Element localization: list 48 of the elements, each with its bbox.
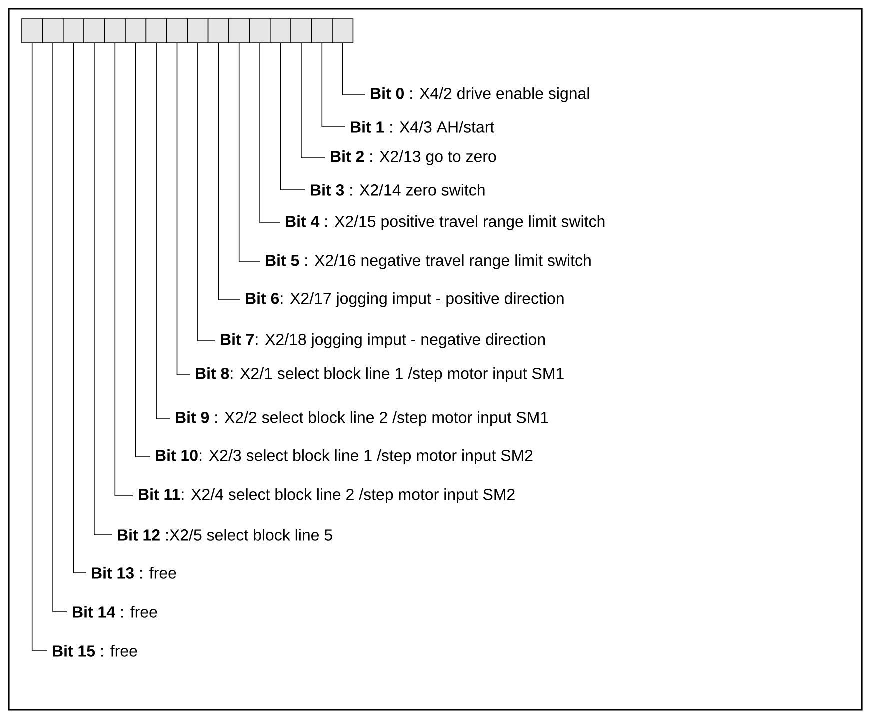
leader-line bbox=[260, 43, 280, 224]
bit-cell bbox=[146, 18, 168, 44]
bit-label: Bit 7: X2/18 jogging imput - negative direction bbox=[221, 334, 546, 348]
bit-cell bbox=[208, 18, 230, 44]
bit-label: Bit 1 : X4/3 AH/start bbox=[351, 121, 495, 133]
bit-label: Bit 15 : free bbox=[53, 645, 138, 657]
bit-cell bbox=[187, 18, 209, 44]
leader-line bbox=[73, 43, 86, 574]
bit-cell bbox=[311, 18, 333, 44]
bit-cell bbox=[166, 18, 188, 44]
bit-label: Bit 11: X2/4 select block line 2 /step motor input SM2 bbox=[139, 488, 515, 504]
bit-label: Bit 10: X2/3 select block line 1 /step motor input SM2 bbox=[156, 450, 533, 464]
leader-line bbox=[342, 43, 366, 96]
bit-cell bbox=[125, 18, 147, 44]
bit-cell bbox=[84, 18, 106, 44]
bit-label: Bit 12 :X2/5 select block line 5 bbox=[118, 529, 332, 541]
leader-line bbox=[198, 43, 216, 342]
bit-cell bbox=[270, 18, 292, 44]
bit-label: Bit 0 : X4/2 drive enable signal bbox=[371, 88, 590, 102]
bit-label: Bit 2 : X2/13 go to zero bbox=[331, 150, 496, 166]
bit-cell bbox=[104, 18, 126, 44]
leader-line bbox=[176, 43, 190, 376]
bit-label: Bit 14 : free bbox=[73, 606, 158, 618]
leader-line bbox=[32, 43, 48, 652]
leader-line bbox=[135, 43, 150, 458]
bit-cell bbox=[290, 18, 312, 44]
leader-line bbox=[238, 43, 260, 262]
bit-cell bbox=[228, 18, 250, 44]
bit-label: Bit 13 : free bbox=[92, 567, 176, 579]
leader-line bbox=[52, 43, 68, 612]
leader-line bbox=[114, 43, 134, 496]
bit-label: Bit 3 : X2/14 zero switch bbox=[311, 184, 485, 196]
bit-cell bbox=[332, 18, 354, 44]
bit-label: Bit 9 : X2/2 select block line 2 /step motor input SM1 bbox=[176, 412, 548, 426]
leader-line bbox=[94, 43, 112, 536]
bit-label: Bit 5 : X2/16 negative travel range limit switch bbox=[266, 254, 591, 270]
bit-cell bbox=[22, 18, 44, 44]
bit-cell bbox=[249, 18, 271, 44]
bit-label: Bit 4 : X2/15 positive travel range limit switch bbox=[286, 216, 605, 230]
bit-label: Bit 6: X2/17 jogging imput - positive direction bbox=[246, 292, 564, 308]
leader-line bbox=[218, 43, 240, 300]
leader-line bbox=[322, 43, 346, 128]
leader-line bbox=[301, 43, 326, 158]
bit-cell bbox=[42, 18, 64, 44]
bit-cell bbox=[63, 18, 84, 44]
leader-line bbox=[280, 43, 306, 190]
leader-line bbox=[156, 43, 170, 420]
bit-label: Bit 8: X2/1 select block line 1 /step motor input SM1 bbox=[196, 368, 564, 382]
